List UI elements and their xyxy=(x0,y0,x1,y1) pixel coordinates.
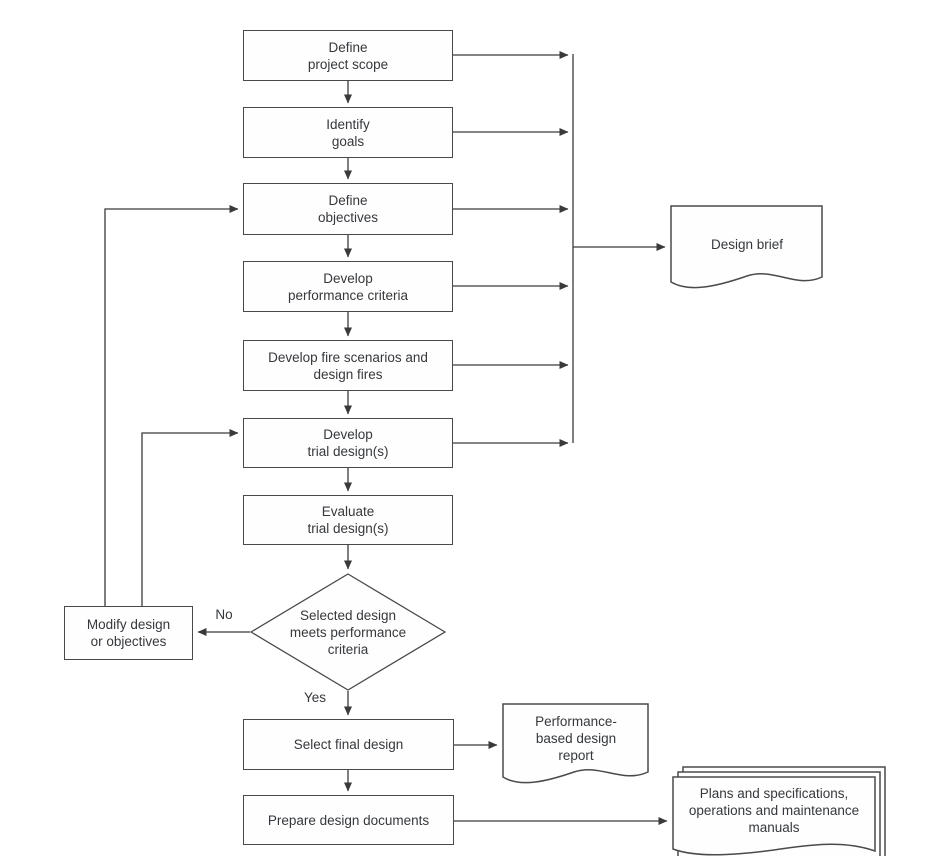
node-define-project-scope: Define project scope xyxy=(243,30,453,81)
node-develop-trial-designs: Develop trial design(s) xyxy=(243,418,453,468)
edge-modify-to-objectives xyxy=(104,205,239,606)
design-brief-label: Design brief xyxy=(710,236,784,252)
label-no: No xyxy=(215,607,233,622)
node-plans-stack: Plans and specifications, operations and… xyxy=(672,766,890,856)
decision-label: Selected design meets performance criter… xyxy=(289,607,407,657)
node-select-final-design: Select final design xyxy=(243,719,454,770)
label-yes: Yes xyxy=(303,690,327,705)
node-decision-meets-criteria: Selected design meets performance criter… xyxy=(250,573,446,691)
document-stack-shape xyxy=(672,766,886,856)
performance-report-label: Performance- based design report xyxy=(535,713,617,763)
node-identify-goals: Identify goals xyxy=(243,107,453,158)
node-design-brief: Design brief xyxy=(670,205,824,300)
document-shape xyxy=(670,205,823,289)
node-modify-design: Modify design or objectives xyxy=(64,606,193,660)
node-define-objectives: Define objectives xyxy=(243,183,453,235)
node-develop-performance-criteria: Develop performance criteria xyxy=(243,261,453,312)
edge-modify-to-trial xyxy=(141,429,239,606)
node-prepare-design-documents: Prepare design documents xyxy=(243,795,454,845)
document-shape xyxy=(502,703,649,784)
decision-diamond-shape xyxy=(250,573,446,691)
node-develop-fire-scenarios: Develop fire scenarios and design fires xyxy=(243,340,453,391)
node-performance-report: Performance- based design report xyxy=(502,703,650,795)
plans-stack-label: Plans and specifications, operations and… xyxy=(688,785,860,835)
node-evaluate-trial-designs: Evaluate trial design(s) xyxy=(243,495,453,545)
